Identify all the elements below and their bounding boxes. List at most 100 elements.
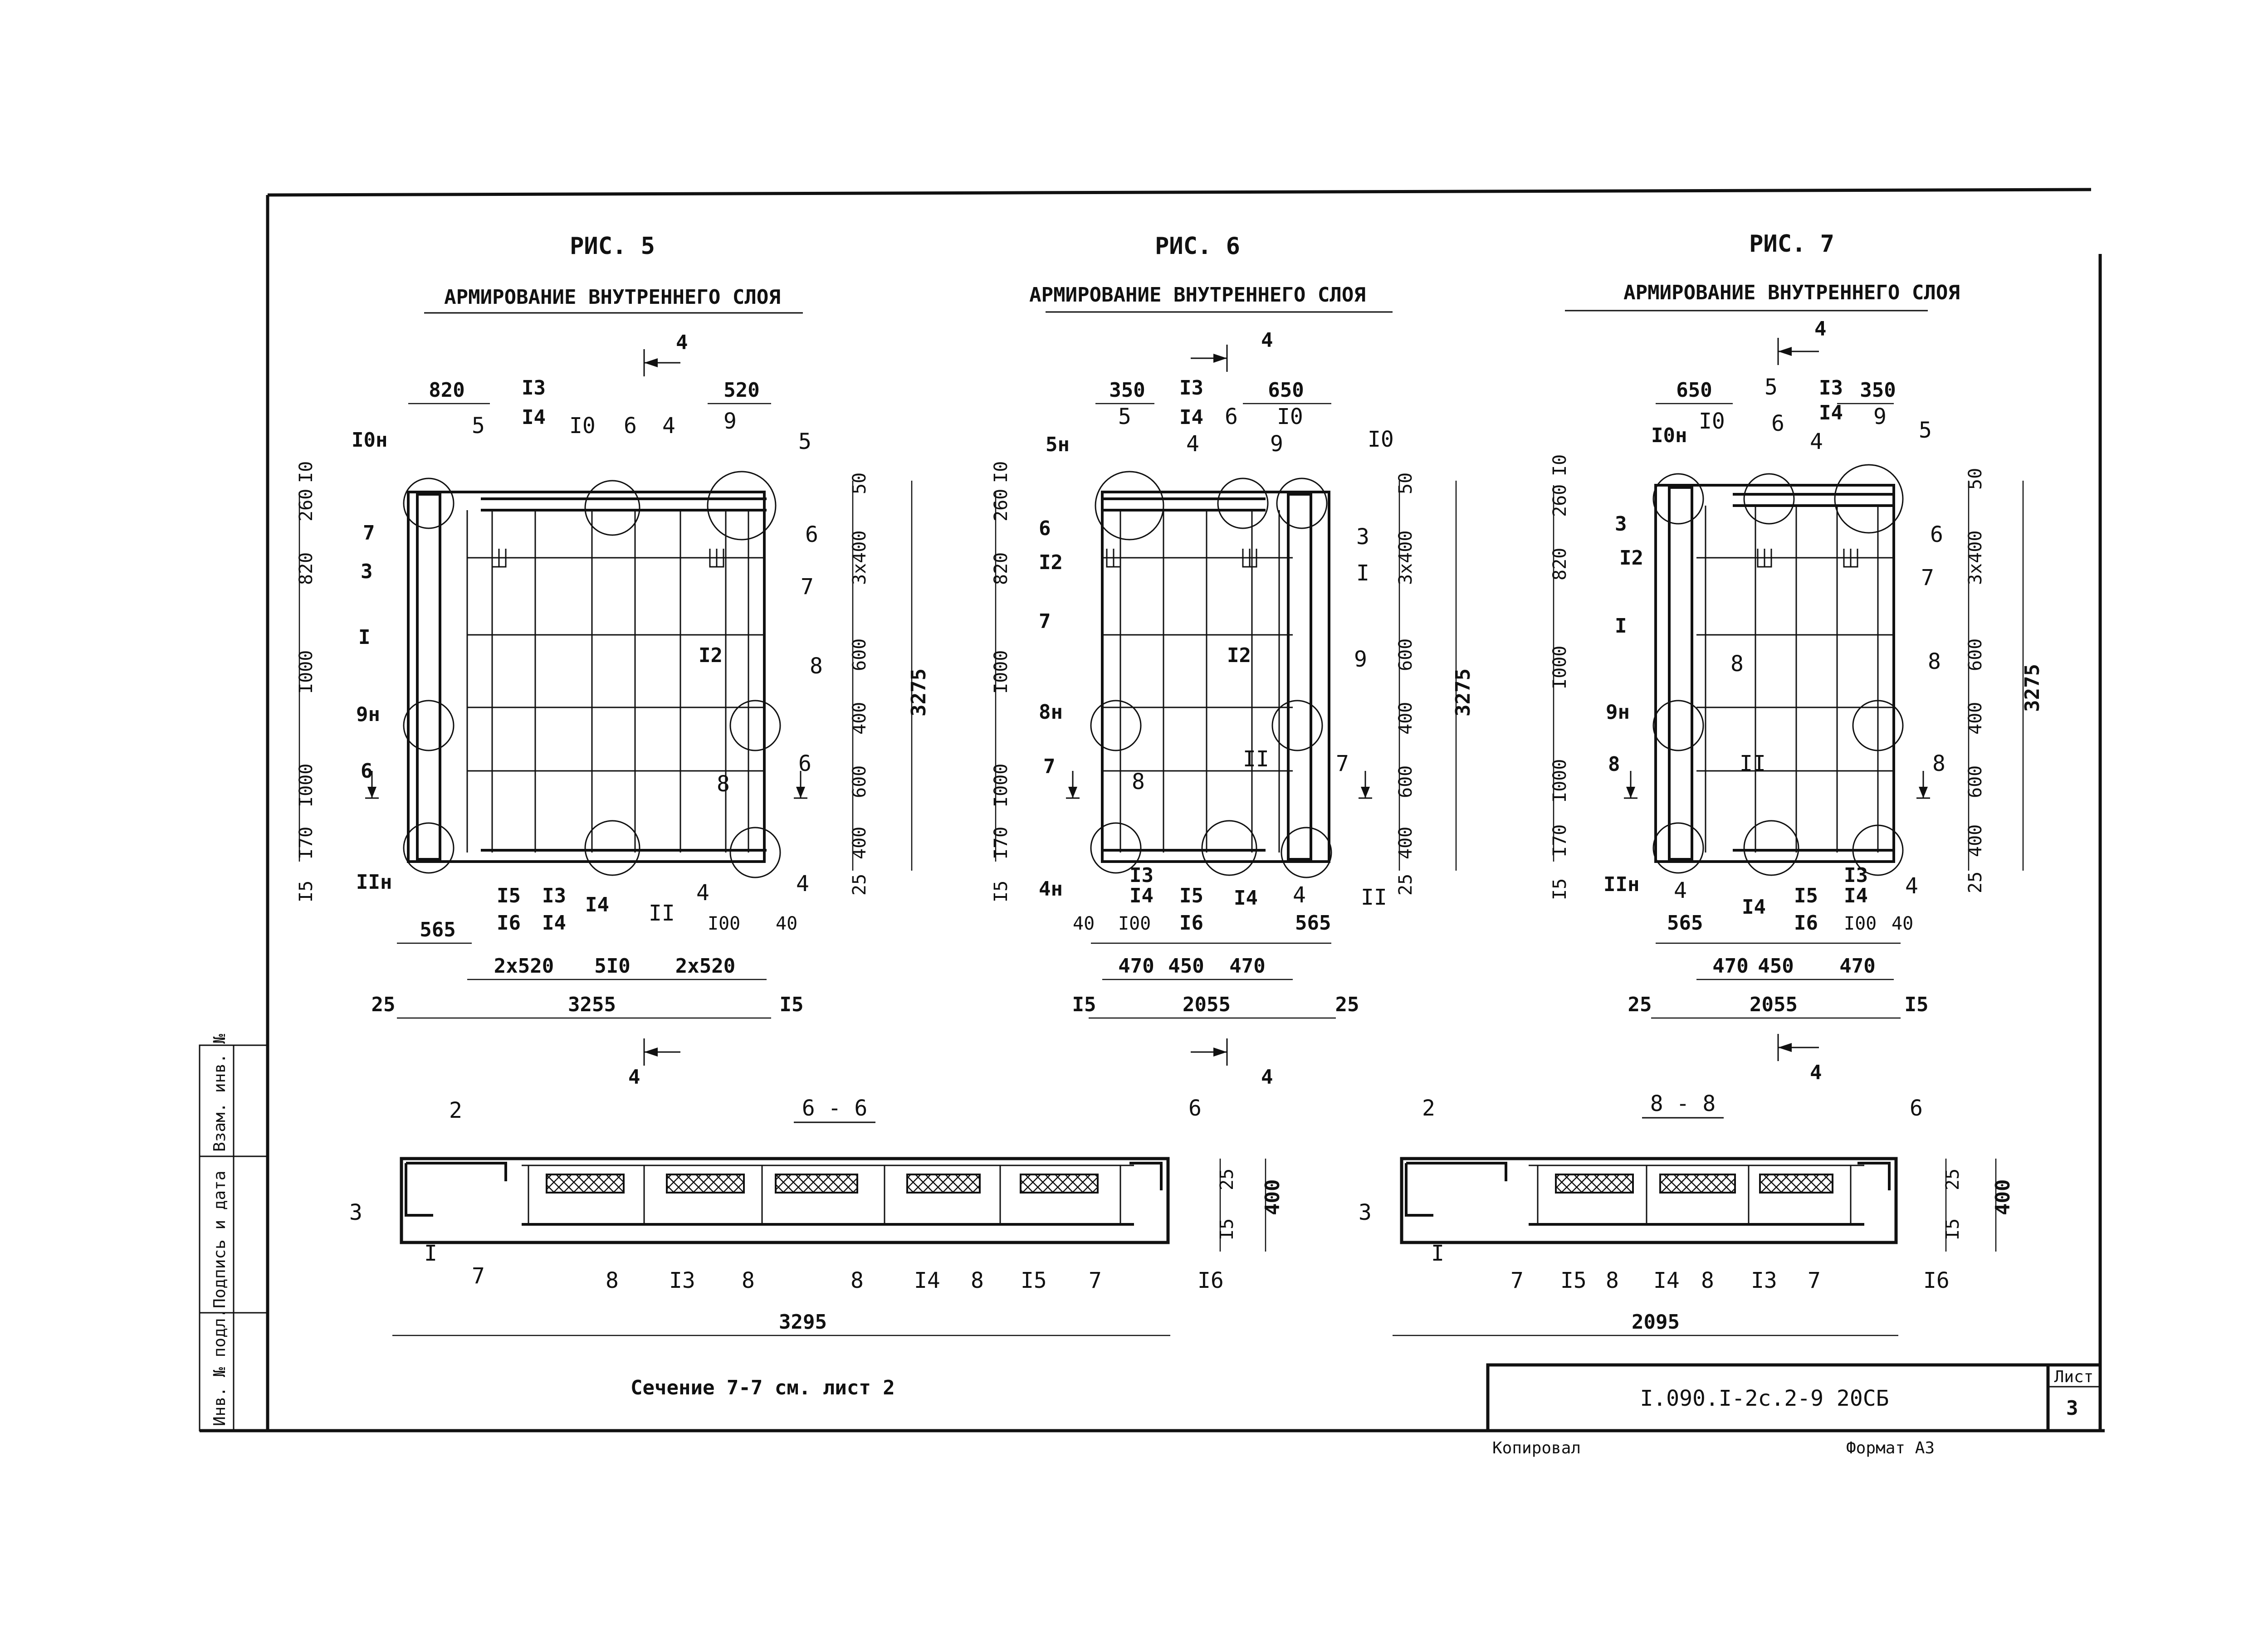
svg-text:8: 8 (1932, 751, 1945, 776)
svg-text:I0н: I0н (1651, 424, 1687, 447)
svg-text:5: 5 (798, 429, 811, 454)
svg-text:I00: I00 (708, 913, 740, 934)
svg-text:400: 400 (1965, 702, 1986, 735)
svg-text:7: 7 (801, 574, 814, 599)
svg-text:I3: I3 (1179, 376, 1203, 400)
svg-text:350: 350 (1109, 379, 1145, 402)
svg-text:I4: I4 (914, 1268, 940, 1293)
svg-text:8: 8 (717, 771, 730, 797)
fig6-title: РИС. 6 АРМИРОВАНИЕ ВНУТРЕННЕГО СЛОЯ (1029, 233, 1393, 313)
svg-text:I0: I0 (1699, 409, 1725, 434)
svg-text:5: 5 (472, 413, 485, 438)
svg-text:I4: I4 (1129, 884, 1154, 907)
svg-text:4: 4 (1674, 878, 1687, 903)
svg-text:I4: I4 (1653, 1268, 1680, 1293)
svg-text:II: II (1361, 885, 1387, 910)
svg-text:8: 8 (1132, 769, 1145, 794)
svg-text:I: I (1431, 1241, 1444, 1266)
svg-text:4: 4 (1810, 1061, 1822, 1084)
svg-text:I3: I3 (542, 884, 566, 907)
svg-text:I4: I4 (585, 893, 609, 916)
footer-format: Формат А3 (1846, 1439, 1935, 1457)
svg-text:470: 470 (1229, 955, 1265, 978)
svg-text:I0н: I0н (352, 429, 387, 452)
svg-text:I: I (1356, 560, 1369, 586)
svg-text:4: 4 (1293, 882, 1306, 908)
svg-text:820: 820 (296, 552, 317, 585)
svg-text:5: 5 (1919, 418, 1932, 443)
svg-text:5I0: 5I0 (594, 955, 630, 978)
svg-text:6: 6 (798, 751, 811, 776)
svg-text:400: 400 (1965, 824, 1986, 857)
svg-text:I2: I2 (1227, 644, 1251, 667)
svg-text:I6: I6 (497, 911, 521, 935)
svg-text:4: 4 (696, 880, 709, 906)
svg-text:600: 600 (1395, 765, 1416, 798)
svg-text:7: 7 (1043, 755, 1056, 778)
svg-text:I5: I5 (1217, 1218, 1237, 1240)
svg-text:I5: I5 (1072, 993, 1096, 1016)
svg-text:25: 25 (1217, 1169, 1237, 1190)
svg-text:I4: I4 (1234, 887, 1258, 910)
title-block: I.090.I-2с.2-9 20СБ Лист 3 (1486, 1363, 2102, 1432)
svg-text:470: 470 (1839, 955, 1875, 978)
svg-text:400: 400 (849, 827, 870, 859)
svg-text:6: 6 (624, 413, 637, 438)
svg-text:8н: 8н (1039, 701, 1063, 724)
svg-text:400: 400 (1261, 1179, 1284, 1215)
svg-text:600: 600 (1965, 638, 1986, 671)
svg-text:8: 8 (606, 1268, 619, 1293)
svg-text:4: 4 (662, 413, 675, 438)
fig7-section-arrow-bottom: 4 (1777, 1034, 1822, 1084)
doc-code: I.090.I-2с.2-9 20СБ (1640, 1386, 1889, 1411)
svg-text:8: 8 (850, 1268, 864, 1293)
svg-text:АРМИРОВАНИЕ ВНУТРЕННЕГО СЛОЯ: АРМИРОВАНИЕ ВНУТРЕННЕГО СЛОЯ (1623, 281, 1960, 304)
svg-text:565: 565 (1295, 911, 1331, 935)
svg-text:АРМИРОВАНИЕ ВНУТРЕННЕГО СЛОЯ: АРМИРОВАНИЕ ВНУТРЕННЕГО СЛОЯ (1029, 283, 1366, 307)
svg-text:I2: I2 (1039, 551, 1063, 574)
svg-text:4н: 4н (1039, 877, 1063, 901)
svg-text:650: 650 (1268, 379, 1304, 402)
svg-text:I4: I4 (542, 911, 566, 935)
svg-text:9н: 9н (356, 703, 380, 726)
svg-text:I: I (358, 626, 371, 649)
svg-text:40: 40 (1892, 913, 1913, 934)
svg-text:2: 2 (1422, 1096, 1435, 1121)
svg-text:820: 820 (429, 379, 464, 402)
fig7-section-arrow-top: 4 (1777, 317, 1827, 365)
svg-text:470: 470 (1118, 955, 1154, 978)
svg-text:I2: I2 (699, 644, 723, 667)
fig7-plan: 4 4 (1553, 317, 2024, 1084)
fig5-section-arrow-top: 4 (643, 331, 688, 376)
svg-text:I6: I6 (1923, 1268, 1950, 1293)
fig6-section-arrow-bottom: 4 (1191, 1038, 1273, 1089)
svg-text:9: 9 (1354, 647, 1367, 672)
svg-text:7: 7 (1039, 610, 1051, 633)
svg-text:2095: 2095 (1632, 1311, 1680, 1334)
svg-text:I5: I5 (296, 881, 317, 902)
section-6-6: 6 - 6 2 6 3 I 7 8 I3 8 8 I4 8 I5 7 I6 (349, 1096, 1284, 1336)
svg-text:I00: I00 (1844, 913, 1877, 934)
svg-text:3275: 3275 (2021, 664, 2044, 712)
svg-text:I3: I3 (522, 376, 546, 400)
svg-text:4: 4 (628, 1066, 640, 1089)
fig5-labels: 820 520 I3 I4 5 I0 6 4 9 5 I0н 7 3 I 9н … (296, 376, 930, 1016)
fig7-labels: 650 350 5 I3 I4 I0н I0 6 4 9 5 3 I2 I 9н… (1549, 375, 2044, 1016)
svg-text:8: 8 (971, 1268, 984, 1293)
svg-text:7: 7 (1808, 1268, 1821, 1293)
svg-text:4: 4 (676, 331, 688, 354)
svg-text:600: 600 (849, 638, 870, 671)
svg-text:I2: I2 (1619, 546, 1643, 570)
section-8-8: 8 - 8 2 6 3 I 7 I5 8 I4 8 I3 7 I6 25 400… (1359, 1091, 2014, 1336)
svg-text:I3: I3 (669, 1268, 695, 1293)
svg-text:6: 6 (1188, 1096, 1202, 1121)
svg-text:600: 600 (1395, 638, 1416, 671)
svg-text:II: II (649, 901, 675, 926)
svg-text:2x520: 2x520 (494, 955, 554, 978)
svg-text:I0: I0 (991, 461, 1012, 483)
svg-text:I6: I6 (1179, 911, 1203, 935)
svg-text:6: 6 (1930, 522, 1943, 547)
fig7-title: РИС. 7 АРМИРОВАНИЕ ВНУТРЕННЕГО СЛОЯ (1565, 230, 1960, 312)
svg-text:3: 3 (349, 1200, 362, 1225)
